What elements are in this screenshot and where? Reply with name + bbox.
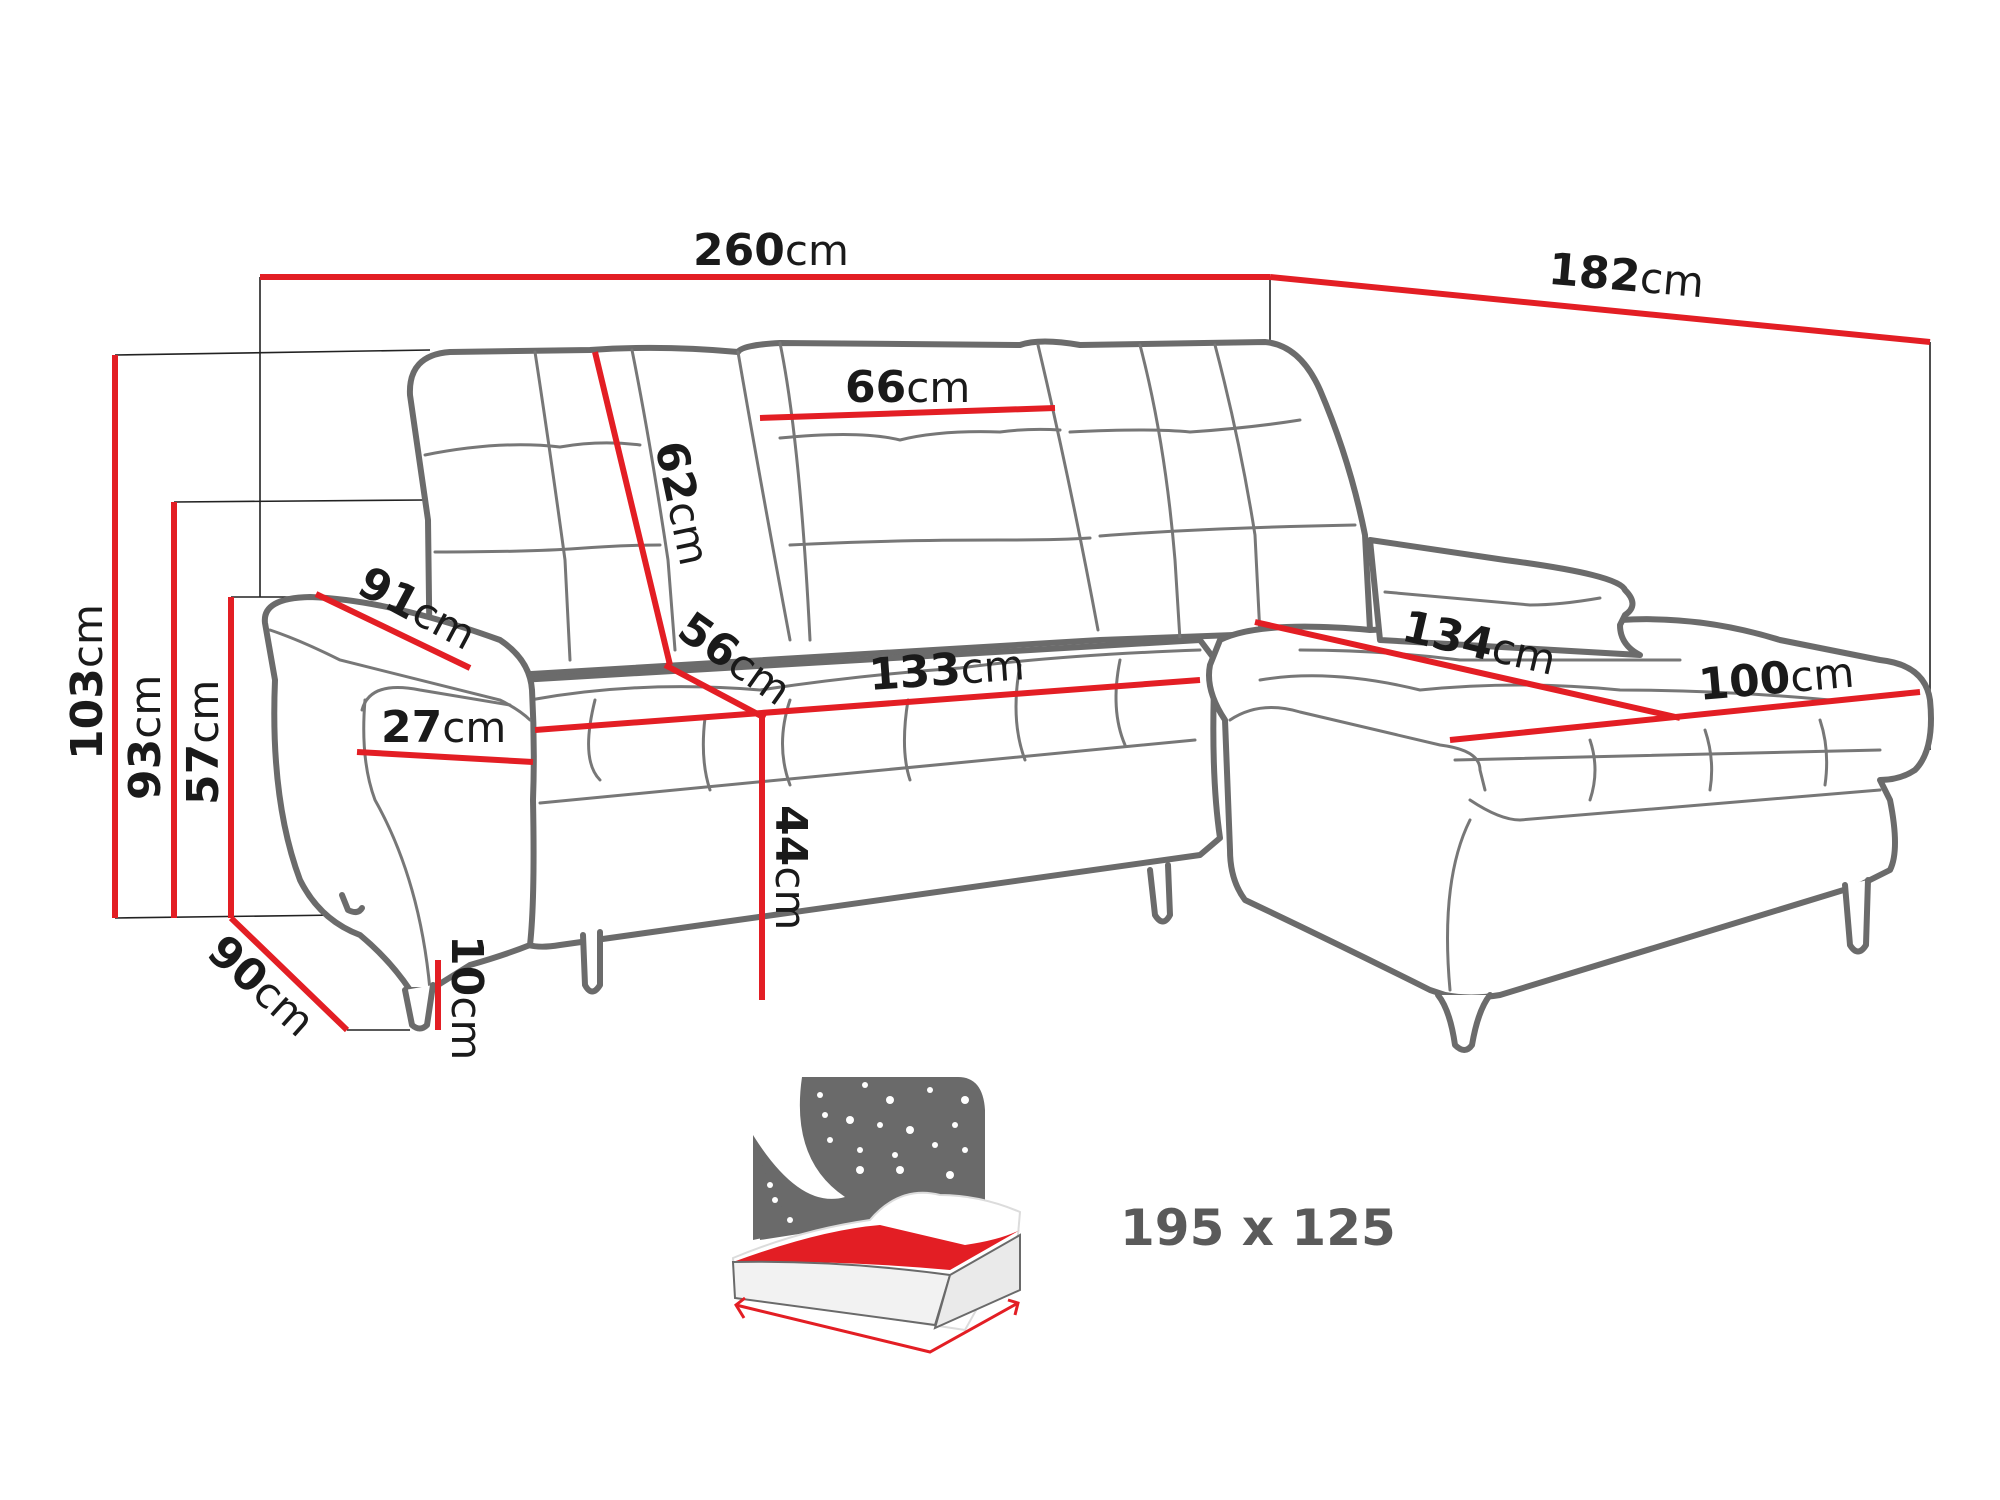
sleeping-area-label: 195 x 125 [1120,1199,1396,1257]
leg-6 [339,892,365,916]
label-133: 133cm [867,639,1026,701]
label-66: 66cm [845,362,970,413]
label-260: 260cm [693,225,849,276]
dim-line-56 [663,662,767,721]
extension-lines [114,277,1931,1031]
label-10: 10cm [441,935,492,1060]
bed-night-icon [731,1077,1022,1354]
label-182: 182cm [1546,244,1706,308]
dim-line-134 [1254,619,1681,721]
backrest [406,338,1373,683]
dim-line-66 [759,405,1056,421]
dim-line-91 [314,591,472,671]
dimension-lines [112,274,1931,1033]
dim-line-27 [356,749,534,765]
dim-line-182 [1269,274,1931,345]
chaise [1206,616,1934,1001]
left-armrest [261,594,537,993]
dim-line-100 [1449,689,1921,743]
label-103: 103cm [62,604,113,760]
label-57: 57cm [178,680,229,805]
dim-line-90 [228,915,350,1033]
label-44: 44cm [765,805,816,930]
leg-2 [580,929,603,995]
leg-3 [1147,862,1173,925]
right-armrest [1367,537,1643,658]
leg-1 [402,982,436,1032]
leg-5 [1842,877,1871,955]
dim-line-62 [592,351,673,666]
stars [767,1082,969,1223]
label-27: 27cm [381,702,506,753]
leg-4 [1435,992,1493,1053]
sofa-outline [261,338,1934,1053]
label-93: 93cm [120,675,171,800]
label-100: 100cm [1697,647,1857,711]
dim-line-133 [534,677,1201,733]
